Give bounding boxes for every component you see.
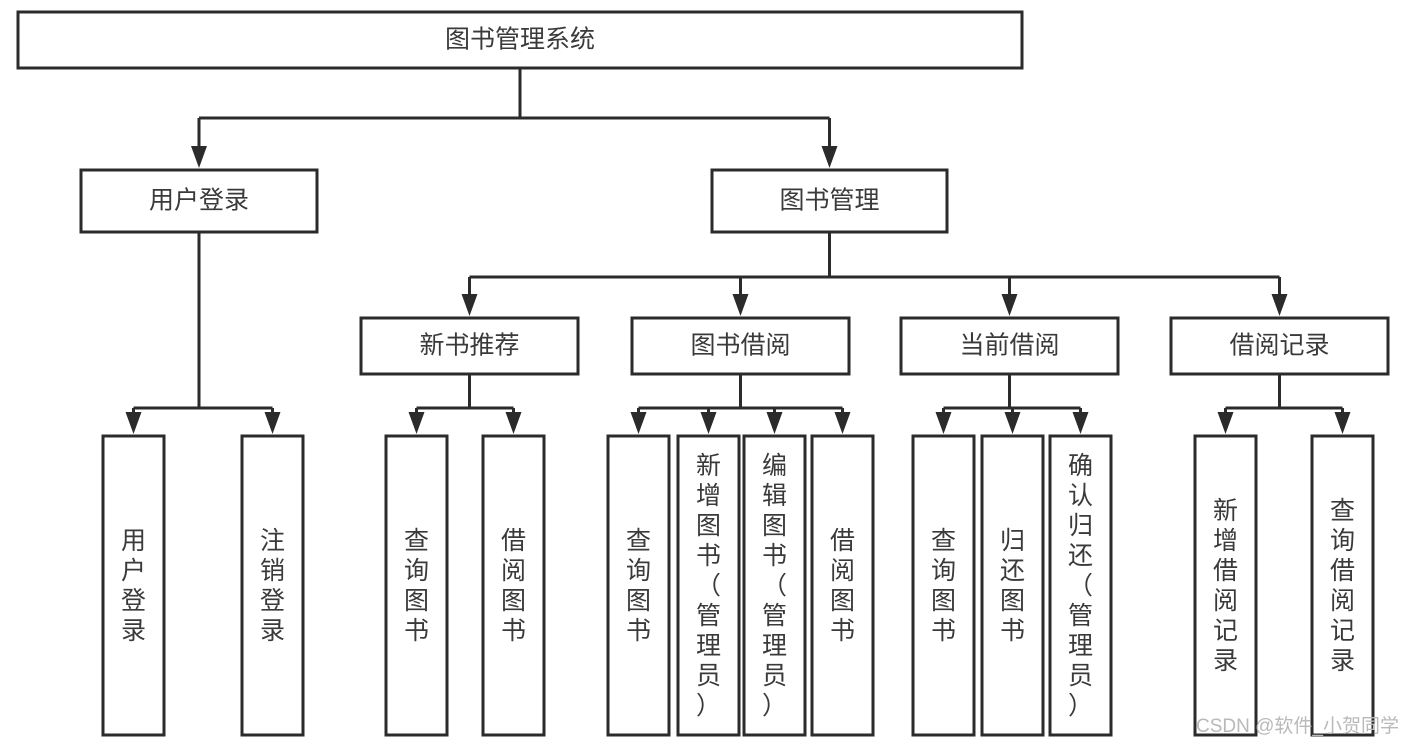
node-leaf-query-book-cur[interactable]: 查询图书 — [911, 434, 976, 737]
node-box-leaf-add-record[interactable] — [1193, 434, 1258, 737]
node-box-leaf-user-login[interactable] — [101, 434, 166, 737]
node-leaf-borrow-book-rec[interactable]: 借阅图书 — [481, 434, 546, 737]
node-label-leaf-add-record: 新增借阅记录 — [1213, 497, 1238, 675]
arrow-head-icon — [191, 146, 207, 168]
node-leaf-add-book[interactable]: 新增图书（管理员） — [676, 434, 741, 737]
node-box-leaf-return-book[interactable] — [980, 434, 1045, 737]
node-label-leaf-query-book-cur: 查询图书 — [931, 527, 956, 645]
arrow-head-icon — [1271, 294, 1288, 316]
node-leaf-query-book-rec[interactable]: 查询图书 — [384, 434, 449, 737]
connector-group-new-book-rec — [408, 374, 522, 434]
node-label-leaf-user-login: 用户登录 — [121, 527, 146, 645]
node-box-leaf-add-book[interactable] — [676, 434, 741, 737]
watermark-layer: CSDN @软件_小贺同学 — [1196, 715, 1399, 737]
node-leaf-add-record[interactable]: 新增借阅记录 — [1193, 434, 1258, 737]
node-box-book-borrow[interactable] — [630, 316, 851, 376]
node-layer: 图书管理系统用户登录图书管理新书推荐图书借阅当前借阅借阅记录用户登录注销登录查询… — [16, 10, 1390, 737]
arrow-head-icon — [630, 412, 647, 434]
node-leaf-return-book[interactable]: 归还图书 — [980, 434, 1045, 737]
arrow-head-icon — [700, 412, 717, 434]
node-box-leaf-query-book-rec[interactable] — [384, 434, 449, 737]
arrow-head-icon — [935, 412, 952, 434]
connector-group-borrow-record — [1217, 374, 1351, 434]
node-box-current-borrow[interactable] — [899, 316, 1120, 376]
node-box-leaf-confirm-return[interactable] — [1048, 434, 1113, 737]
arrow-head-icon — [1334, 412, 1351, 434]
node-label-book-borrow: 图书借阅 — [690, 332, 790, 360]
node-box-leaf-query-book-cur[interactable] — [911, 434, 976, 737]
connector-group-user-login — [125, 232, 281, 434]
arrow-head-icon — [505, 412, 522, 434]
node-label-leaf-confirm-return: 确认归还（管理员） — [1068, 452, 1093, 720]
csdn-watermark: CSDN @软件_小贺同学 — [1196, 715, 1399, 737]
arrow-head-icon — [408, 412, 425, 434]
node-leaf-borrow-book[interactable]: 借阅图书 — [810, 434, 875, 737]
connector-group-root — [191, 68, 838, 168]
node-box-root[interactable] — [16, 10, 1024, 70]
node-label-leaf-query-record: 查询借阅记录 — [1330, 497, 1355, 675]
node-label-borrow-record: 借阅记录 — [1229, 332, 1329, 360]
node-leaf-user-logout[interactable]: 注销登录 — [240, 434, 305, 737]
node-box-leaf-edit-book[interactable] — [742, 434, 807, 737]
node-book-borrow[interactable]: 图书借阅 — [630, 316, 851, 376]
arrow-head-icon — [1072, 412, 1089, 434]
node-box-leaf-borrow-book-rec[interactable] — [481, 434, 546, 737]
arrow-head-icon — [1001, 294, 1018, 316]
node-leaf-edit-book[interactable]: 编辑图书（管理员） — [742, 434, 807, 737]
arrow-head-icon — [461, 294, 478, 316]
node-borrow-record[interactable]: 借阅记录 — [1169, 316, 1390, 376]
node-label-current-borrow: 当前借阅 — [959, 332, 1059, 360]
node-new-book-rec[interactable]: 新书推荐 — [359, 316, 580, 376]
arrow-head-icon — [125, 412, 142, 434]
node-root[interactable]: 图书管理系统 — [16, 10, 1024, 70]
node-box-book-manage[interactable] — [710, 168, 949, 234]
node-label-leaf-query-book-borrow: 查询图书 — [626, 527, 651, 645]
node-box-leaf-borrow-book[interactable] — [810, 434, 875, 737]
node-label-leaf-add-book: 新增图书（管理员） — [696, 452, 721, 720]
node-label-new-book-rec: 新书推荐 — [419, 332, 519, 360]
connector-layer — [125, 68, 1351, 434]
arrow-head-icon — [732, 294, 749, 316]
connector-group-book-manage — [461, 232, 1288, 316]
node-box-leaf-query-record[interactable] — [1310, 434, 1375, 737]
node-box-new-book-rec[interactable] — [359, 316, 580, 376]
node-box-leaf-user-logout[interactable] — [240, 434, 305, 737]
node-label-user-login: 用户登录 — [149, 187, 249, 215]
node-box-leaf-query-book-borrow[interactable] — [606, 434, 671, 737]
arrow-head-icon — [1217, 412, 1234, 434]
node-label-leaf-user-logout: 注销登录 — [260, 527, 285, 645]
node-label-leaf-return-book: 归还图书 — [1000, 527, 1025, 645]
node-label-root: 图书管理系统 — [445, 26, 595, 54]
node-user-login[interactable]: 用户登录 — [79, 168, 319, 234]
connector-group-book-borrow — [630, 374, 851, 434]
node-box-user-login[interactable] — [79, 168, 319, 234]
node-leaf-confirm-return[interactable]: 确认归还（管理员） — [1048, 434, 1113, 737]
arrow-head-icon — [766, 412, 783, 434]
node-leaf-query-book-borrow[interactable]: 查询图书 — [606, 434, 671, 737]
node-current-borrow[interactable]: 当前借阅 — [899, 316, 1120, 376]
node-book-manage[interactable]: 图书管理 — [710, 168, 949, 234]
node-leaf-query-record[interactable]: 查询借阅记录 — [1310, 434, 1375, 737]
node-label-leaf-borrow-book: 借阅图书 — [830, 527, 855, 645]
node-box-borrow-record[interactable] — [1169, 316, 1390, 376]
node-label-leaf-edit-book: 编辑图书（管理员） — [762, 452, 787, 720]
arrow-head-icon — [1004, 412, 1021, 434]
node-label-leaf-borrow-book-rec: 借阅图书 — [501, 527, 526, 645]
arrow-head-icon — [834, 412, 851, 434]
arrow-head-icon — [821, 146, 838, 168]
connector-group-current-borrow — [935, 374, 1089, 434]
node-leaf-user-login[interactable]: 用户登录 — [101, 434, 166, 737]
node-label-leaf-query-book-rec: 查询图书 — [404, 527, 429, 645]
arrow-head-icon — [264, 412, 281, 434]
node-label-book-manage: 图书管理 — [779, 187, 879, 215]
